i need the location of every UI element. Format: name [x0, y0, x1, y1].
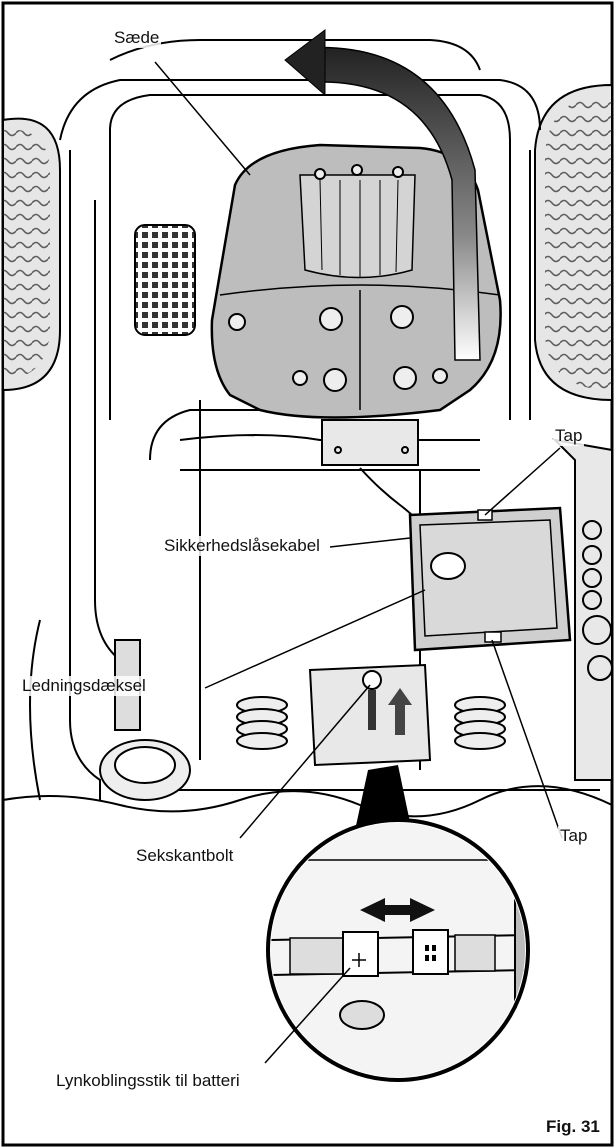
- control-panel: [552, 438, 613, 781]
- label-seat: Sæde: [112, 28, 162, 48]
- springs: [236, 696, 506, 750]
- figure-number: Fig. 31: [546, 1117, 600, 1136]
- zoom-funnel: [354, 765, 412, 835]
- tilt-arrow: [284, 29, 481, 361]
- zoom-inset: [266, 818, 530, 1082]
- leader-lines: [154, 61, 563, 1064]
- mesh-vent: [134, 224, 196, 336]
- right-tire: [534, 83, 613, 402]
- label-quick-connector: Lynkoblingsstik til batteri: [54, 1071, 242, 1091]
- hex-bolt-plate: [308, 663, 432, 767]
- label-tab-top: Tap: [553, 426, 585, 446]
- left-tire: [1, 117, 61, 392]
- wire-cover-part: [408, 506, 572, 652]
- label-hex-bolt: Sekskantbolt: [134, 846, 236, 866]
- label-tab-bottom: Tap: [558, 826, 590, 846]
- label-wire-cover: Ledningsdæksel: [20, 676, 148, 696]
- seat-shape: [210, 143, 502, 419]
- label-safety-cable: Sikkerhedslåsekabel: [162, 536, 322, 556]
- cutaway-line: [2, 785, 613, 818]
- seat-bracket: [321, 419, 419, 466]
- seat-rails: [109, 94, 511, 471]
